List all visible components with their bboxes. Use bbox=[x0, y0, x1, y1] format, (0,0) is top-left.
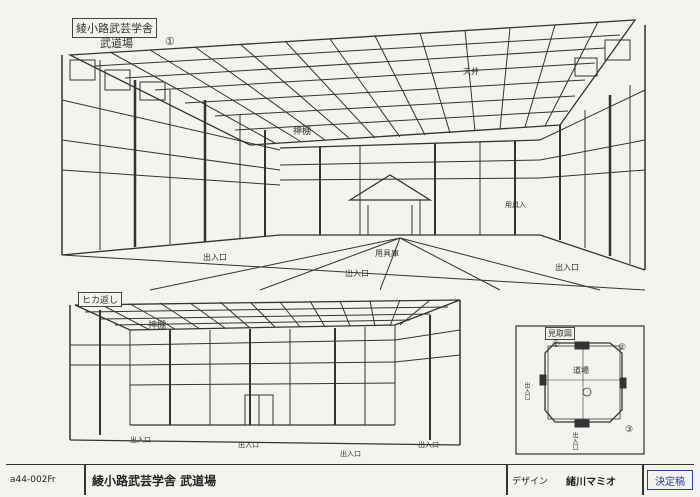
title-block-divider bbox=[84, 465, 86, 495]
label-entrance-center-top: 出入口 bbox=[345, 269, 369, 278]
sheet-name: 綾小路武芸学舎 武道場 bbox=[92, 473, 217, 488]
label-entrance-center-left-bottom: 出入口 bbox=[238, 441, 259, 449]
sheet-code: a44-002Fr bbox=[10, 475, 56, 485]
floor-plan-center-label: 道場 bbox=[573, 366, 589, 375]
floor-plan-mark-a: ① bbox=[552, 340, 561, 350]
label-entrance-right-bottom: 出入口 bbox=[418, 441, 439, 449]
final-version-stamp: 決定稿 bbox=[647, 470, 693, 490]
design-label: デザイン bbox=[512, 476, 549, 487]
reverse-view-tag: ヒカ返し bbox=[78, 292, 123, 307]
floor-plan-mark-b: ② bbox=[618, 343, 627, 353]
label-entrance-right-top: 出入口 bbox=[555, 263, 579, 272]
floor-plan-entrance-1: 出入口 bbox=[523, 382, 530, 400]
title-block-divider bbox=[506, 465, 508, 495]
label-storage-right: 用具入 bbox=[505, 201, 526, 209]
label-kamidana-top: 神棚 bbox=[293, 127, 312, 137]
label-entrance-center-bottom: 出入口 bbox=[340, 450, 361, 458]
floor-plan-title: 見取図 bbox=[545, 327, 575, 340]
title-block-divider bbox=[642, 465, 644, 495]
sheet-number-mark: ① bbox=[165, 35, 175, 48]
label-ceiling: 天井 bbox=[463, 67, 479, 76]
label-equipment-room: 用具庫 bbox=[375, 249, 399, 258]
label-entrance-left-top: 出入口 bbox=[203, 253, 227, 262]
floor-plan-mark-c: ③ bbox=[625, 425, 634, 435]
title-block: a44-002Fr 綾小路武芸学舎 武道場 デザイン 緒川マミオ 決定稿 bbox=[6, 464, 694, 495]
designer-name: 緒川マミオ bbox=[566, 476, 616, 488]
handwritten-title: 綾小路武芸学舎 bbox=[72, 18, 157, 38]
label-kamidana-bottom: 神棚 bbox=[148, 321, 167, 331]
handwritten-subtitle: 武道場 bbox=[100, 37, 133, 50]
label-entrance-left-bottom: 出入口 bbox=[130, 436, 151, 444]
floor-plan-entrance-2: 出入口 bbox=[571, 432, 578, 450]
